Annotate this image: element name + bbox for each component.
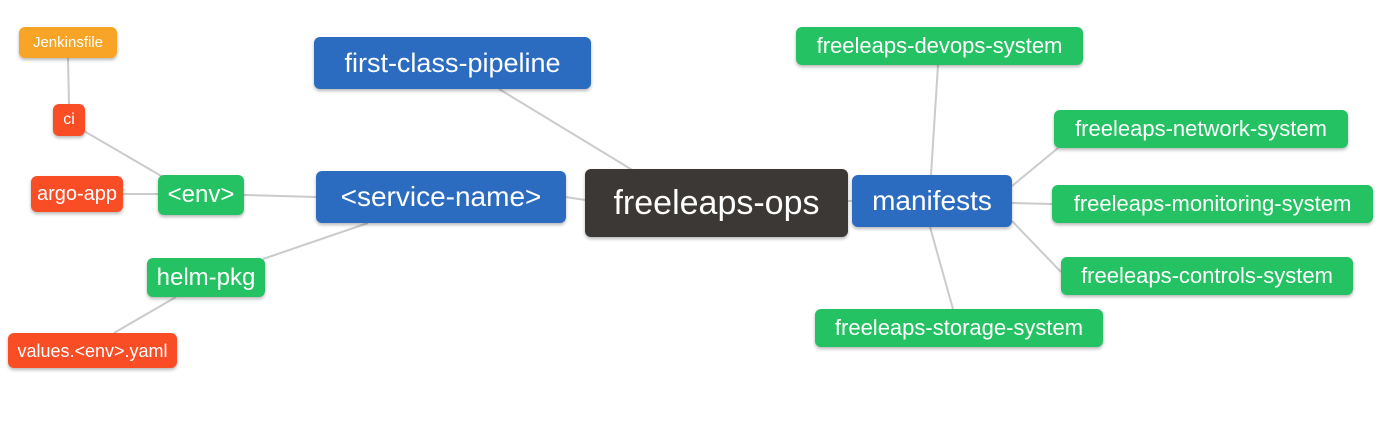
edge-manifests-to-freeleaps-network-system — [1011, 147, 1059, 187]
edge-env-to-service-name — [243, 194, 317, 198]
edge-helm-pkg-to-service-name — [262, 222, 369, 260]
node-manifests[interactable]: manifests — [852, 175, 1012, 227]
edge-manifests-to-freeleaps-monitoring-system — [1011, 202, 1053, 205]
node-freeleaps-ops[interactable]: freeleaps-ops — [585, 169, 848, 237]
node-freeleaps-storage-system[interactable]: freeleaps-storage-system — [815, 309, 1103, 347]
edge-values-env-yaml-to-helm-pkg — [113, 296, 177, 334]
node-helm-pkg[interactable]: helm-pkg — [147, 258, 265, 297]
node-argo-app[interactable]: argo-app — [31, 176, 123, 212]
node-freeleaps-controls-system[interactable]: freeleaps-controls-system — [1061, 257, 1353, 295]
node-freeleaps-devops-system[interactable]: freeleaps-devops-system — [796, 27, 1083, 65]
node-jenkinsfile[interactable]: Jenkinsfile — [19, 27, 117, 58]
node-service-name[interactable]: <service-name> — [316, 171, 566, 223]
node-first-class-pipeline[interactable]: first-class-pipeline — [314, 37, 591, 89]
node-env[interactable]: <env> — [158, 175, 244, 215]
edge-jenkinsfile-to-ci — [67, 57, 70, 105]
edge-first-class-pipeline-to-freeleaps-ops — [498, 88, 635, 172]
node-values-env-yaml[interactable]: values.<env>.yaml — [8, 333, 177, 368]
edge-manifests-to-freeleaps-storage-system — [929, 226, 954, 310]
node-ci[interactable]: ci — [53, 104, 85, 136]
node-freeleaps-monitoring-system[interactable]: freeleaps-monitoring-system — [1052, 185, 1373, 223]
edge-manifests-to-freeleaps-controls-system — [1011, 220, 1062, 273]
edge-ci-to-env — [83, 130, 164, 178]
node-freeleaps-network-system[interactable]: freeleaps-network-system — [1054, 110, 1348, 148]
edge-manifests-to-freeleaps-devops-system — [930, 64, 939, 176]
edge-service-name-to-freeleaps-ops — [565, 196, 586, 201]
